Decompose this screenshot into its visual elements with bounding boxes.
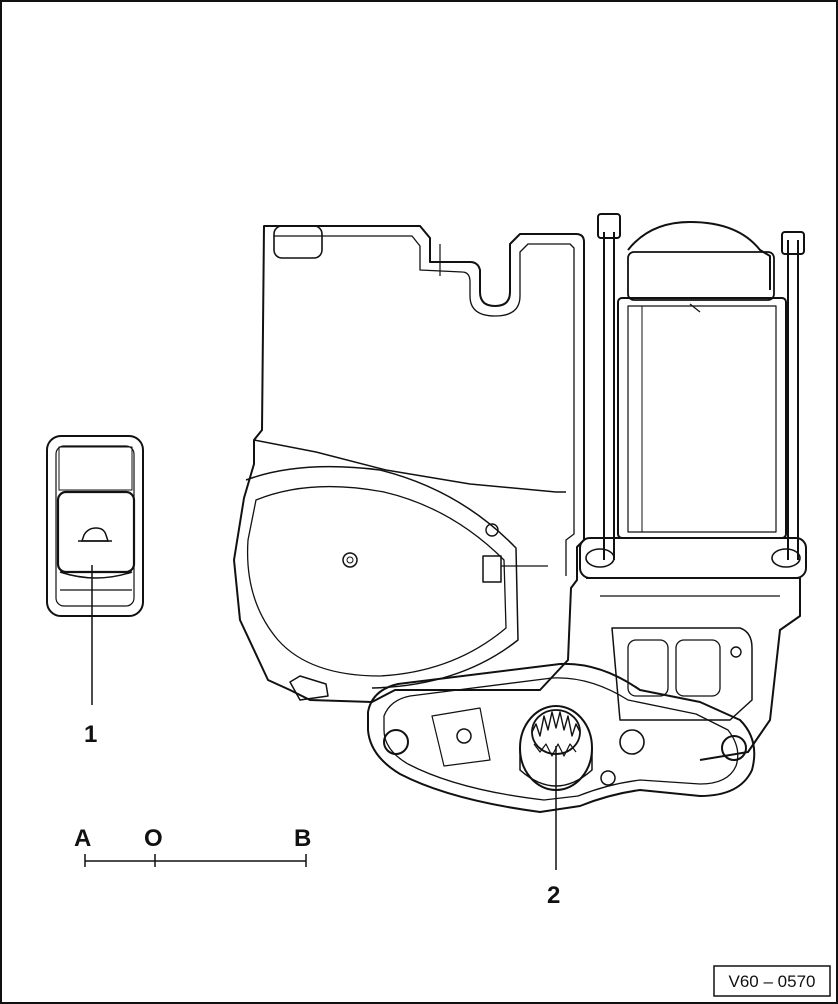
motor-cap-ring [627, 251, 775, 301]
connector-tab [482, 555, 502, 583]
motor-end-cap [627, 221, 771, 290]
gearbox-boss-right [675, 639, 721, 697]
reference-box [713, 965, 831, 997]
scale-label-b: B [294, 825, 311, 852]
plate-recess [431, 707, 491, 767]
callout-label-1: 1 [84, 721, 97, 748]
housing-clip [289, 675, 329, 701]
plate-hole [619, 729, 645, 755]
sunroof-motor [233, 213, 807, 870]
housing-screw [485, 523, 499, 537]
plate-screw-1 [456, 728, 472, 744]
plate-bolt-left [383, 729, 409, 755]
gear-pivot-bolt [342, 552, 358, 568]
callout-label-2: 2 [547, 882, 560, 909]
plate-screw-2 [600, 770, 616, 786]
gearbox-screw [730, 646, 742, 658]
motor-body [617, 297, 787, 539]
switch-rocker [56, 490, 136, 574]
switch-rocker-edge [59, 571, 133, 579]
mounting-plate-inner [383, 677, 739, 801]
plate-bolt-right [721, 735, 747, 761]
car-roof-icon [80, 527, 110, 542]
tie-rod-nut-right [781, 231, 805, 255]
cover-seam [253, 439, 566, 493]
tie-rod-nut-left [597, 213, 621, 239]
flange-bolt-right [771, 548, 801, 568]
mounting-plate [367, 662, 756, 813]
scale-bar: A O B [74, 825, 311, 867]
housing-outline [233, 225, 585, 703]
gearbox-cover [611, 627, 753, 721]
motor-body-inner [627, 305, 777, 533]
switch-top-recess [58, 446, 133, 491]
spline-teeth [531, 711, 581, 737]
switch-bezel [46, 435, 144, 617]
flange-bolt-left [585, 548, 615, 568]
gear-housing-inner [246, 485, 507, 677]
gearbox-boss-left [627, 639, 669, 697]
gear-pivot-bolt-center [346, 556, 354, 564]
switch-inner-frame [55, 445, 135, 607]
gearbox-housing [586, 577, 801, 761]
reference-code: V60 – 0570 [729, 972, 816, 991]
scale-label-o: O [144, 825, 163, 852]
gear-housing-outer [245, 465, 519, 689]
housing-inner-edge [274, 235, 575, 576]
window-switch [46, 435, 144, 705]
scale-label-a: A [74, 825, 91, 852]
spline-teeth-lower [533, 743, 577, 757]
motor-mark [689, 303, 701, 313]
housing-corner-recess [273, 225, 323, 259]
